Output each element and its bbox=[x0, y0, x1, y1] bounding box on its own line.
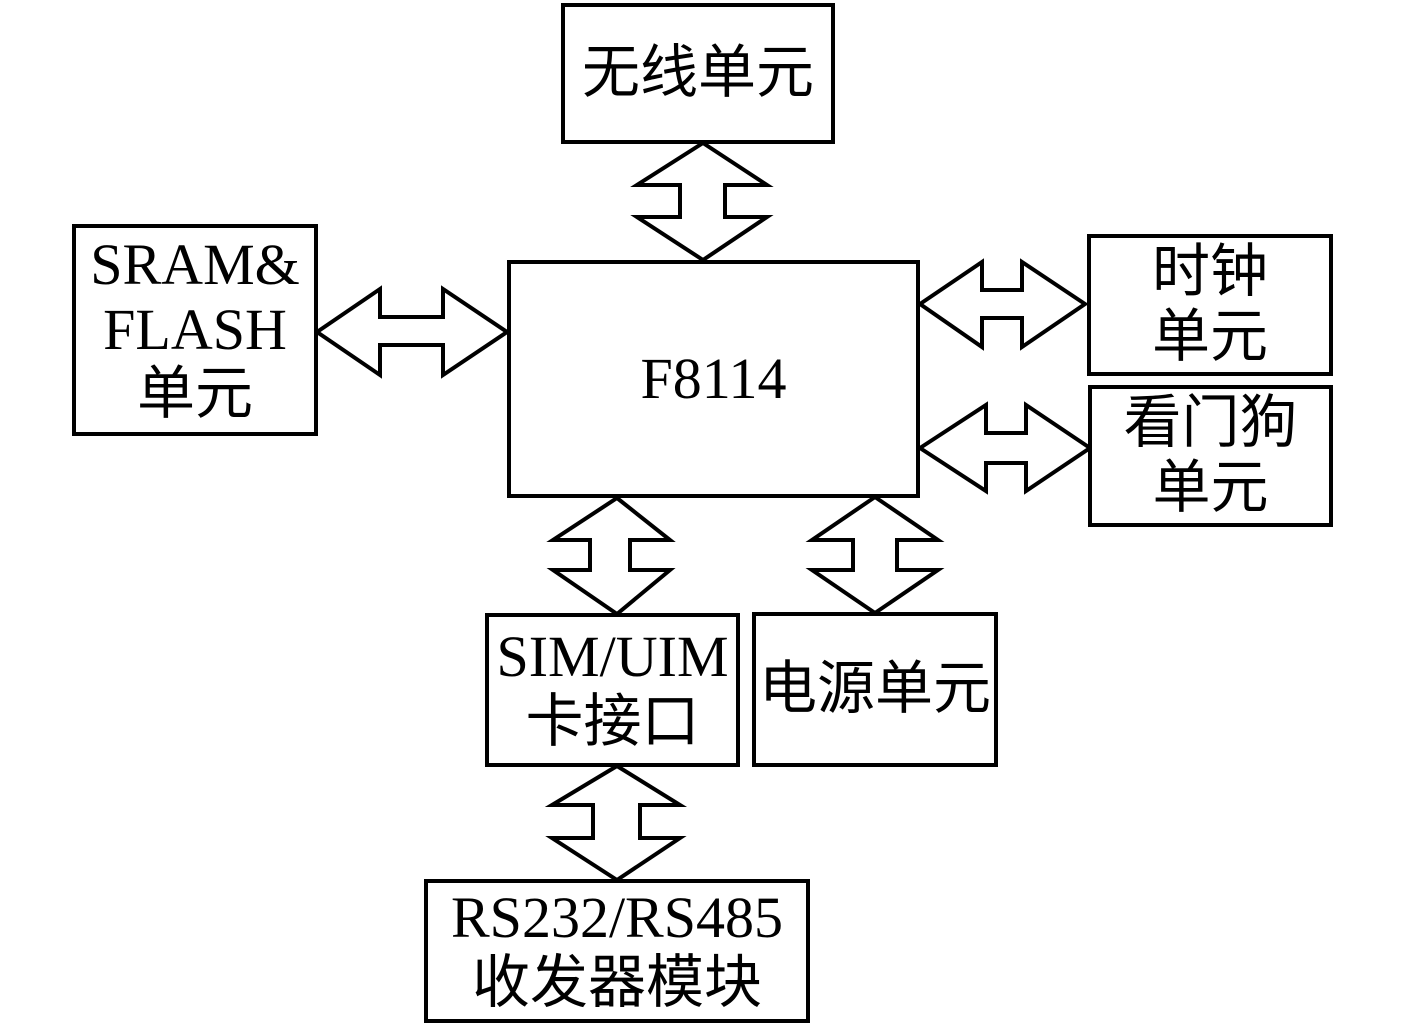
node-power-unit: 电源单元 bbox=[752, 612, 998, 767]
node-label: SIM/UIM bbox=[496, 624, 729, 690]
arrow-mcu-clock bbox=[916, 258, 1089, 351]
node-label: 单元 bbox=[136, 361, 253, 427]
node-clock-unit: 时钟 单元 bbox=[1087, 234, 1333, 376]
node-mcu-f8114: F8114 bbox=[507, 260, 920, 498]
node-label: 电源单元 bbox=[758, 656, 991, 722]
node-label: SRAM& bbox=[90, 231, 300, 297]
node-sram-flash-unit: SRAM& FLASH 单元 bbox=[72, 224, 318, 436]
node-watchdog-unit: 看门狗 单元 bbox=[1088, 385, 1333, 527]
node-sim-uim-interface: SIM/UIM 卡接口 bbox=[485, 613, 740, 767]
arrow-mcu-sim bbox=[546, 495, 676, 617]
node-label: 单元 bbox=[1151, 304, 1268, 369]
node-label: 卡接口 bbox=[525, 689, 700, 754]
arrow-wireless-mcu bbox=[630, 140, 774, 263]
arrow-mcu-power bbox=[805, 494, 945, 616]
node-label: 看门狗 bbox=[1123, 390, 1298, 456]
node-label: 时钟 bbox=[1151, 239, 1268, 305]
node-label: 单元 bbox=[1152, 455, 1269, 520]
node-label: FLASH bbox=[103, 296, 287, 362]
node-wireless-unit: 无线单元 bbox=[561, 3, 835, 144]
node-label: F8114 bbox=[640, 345, 787, 411]
node-rs232-rs485-transceiver: RS232/RS485 收发器模块 bbox=[424, 879, 810, 1023]
arrow-mcu-watchdog bbox=[916, 401, 1094, 495]
arrow-memory-mcu bbox=[313, 285, 511, 379]
node-label: 收发器模块 bbox=[471, 950, 762, 1015]
node-label: RS232/RS485 bbox=[451, 885, 783, 951]
node-label: 无线单元 bbox=[581, 40, 814, 106]
arrow-sim-transceiver bbox=[544, 763, 688, 883]
